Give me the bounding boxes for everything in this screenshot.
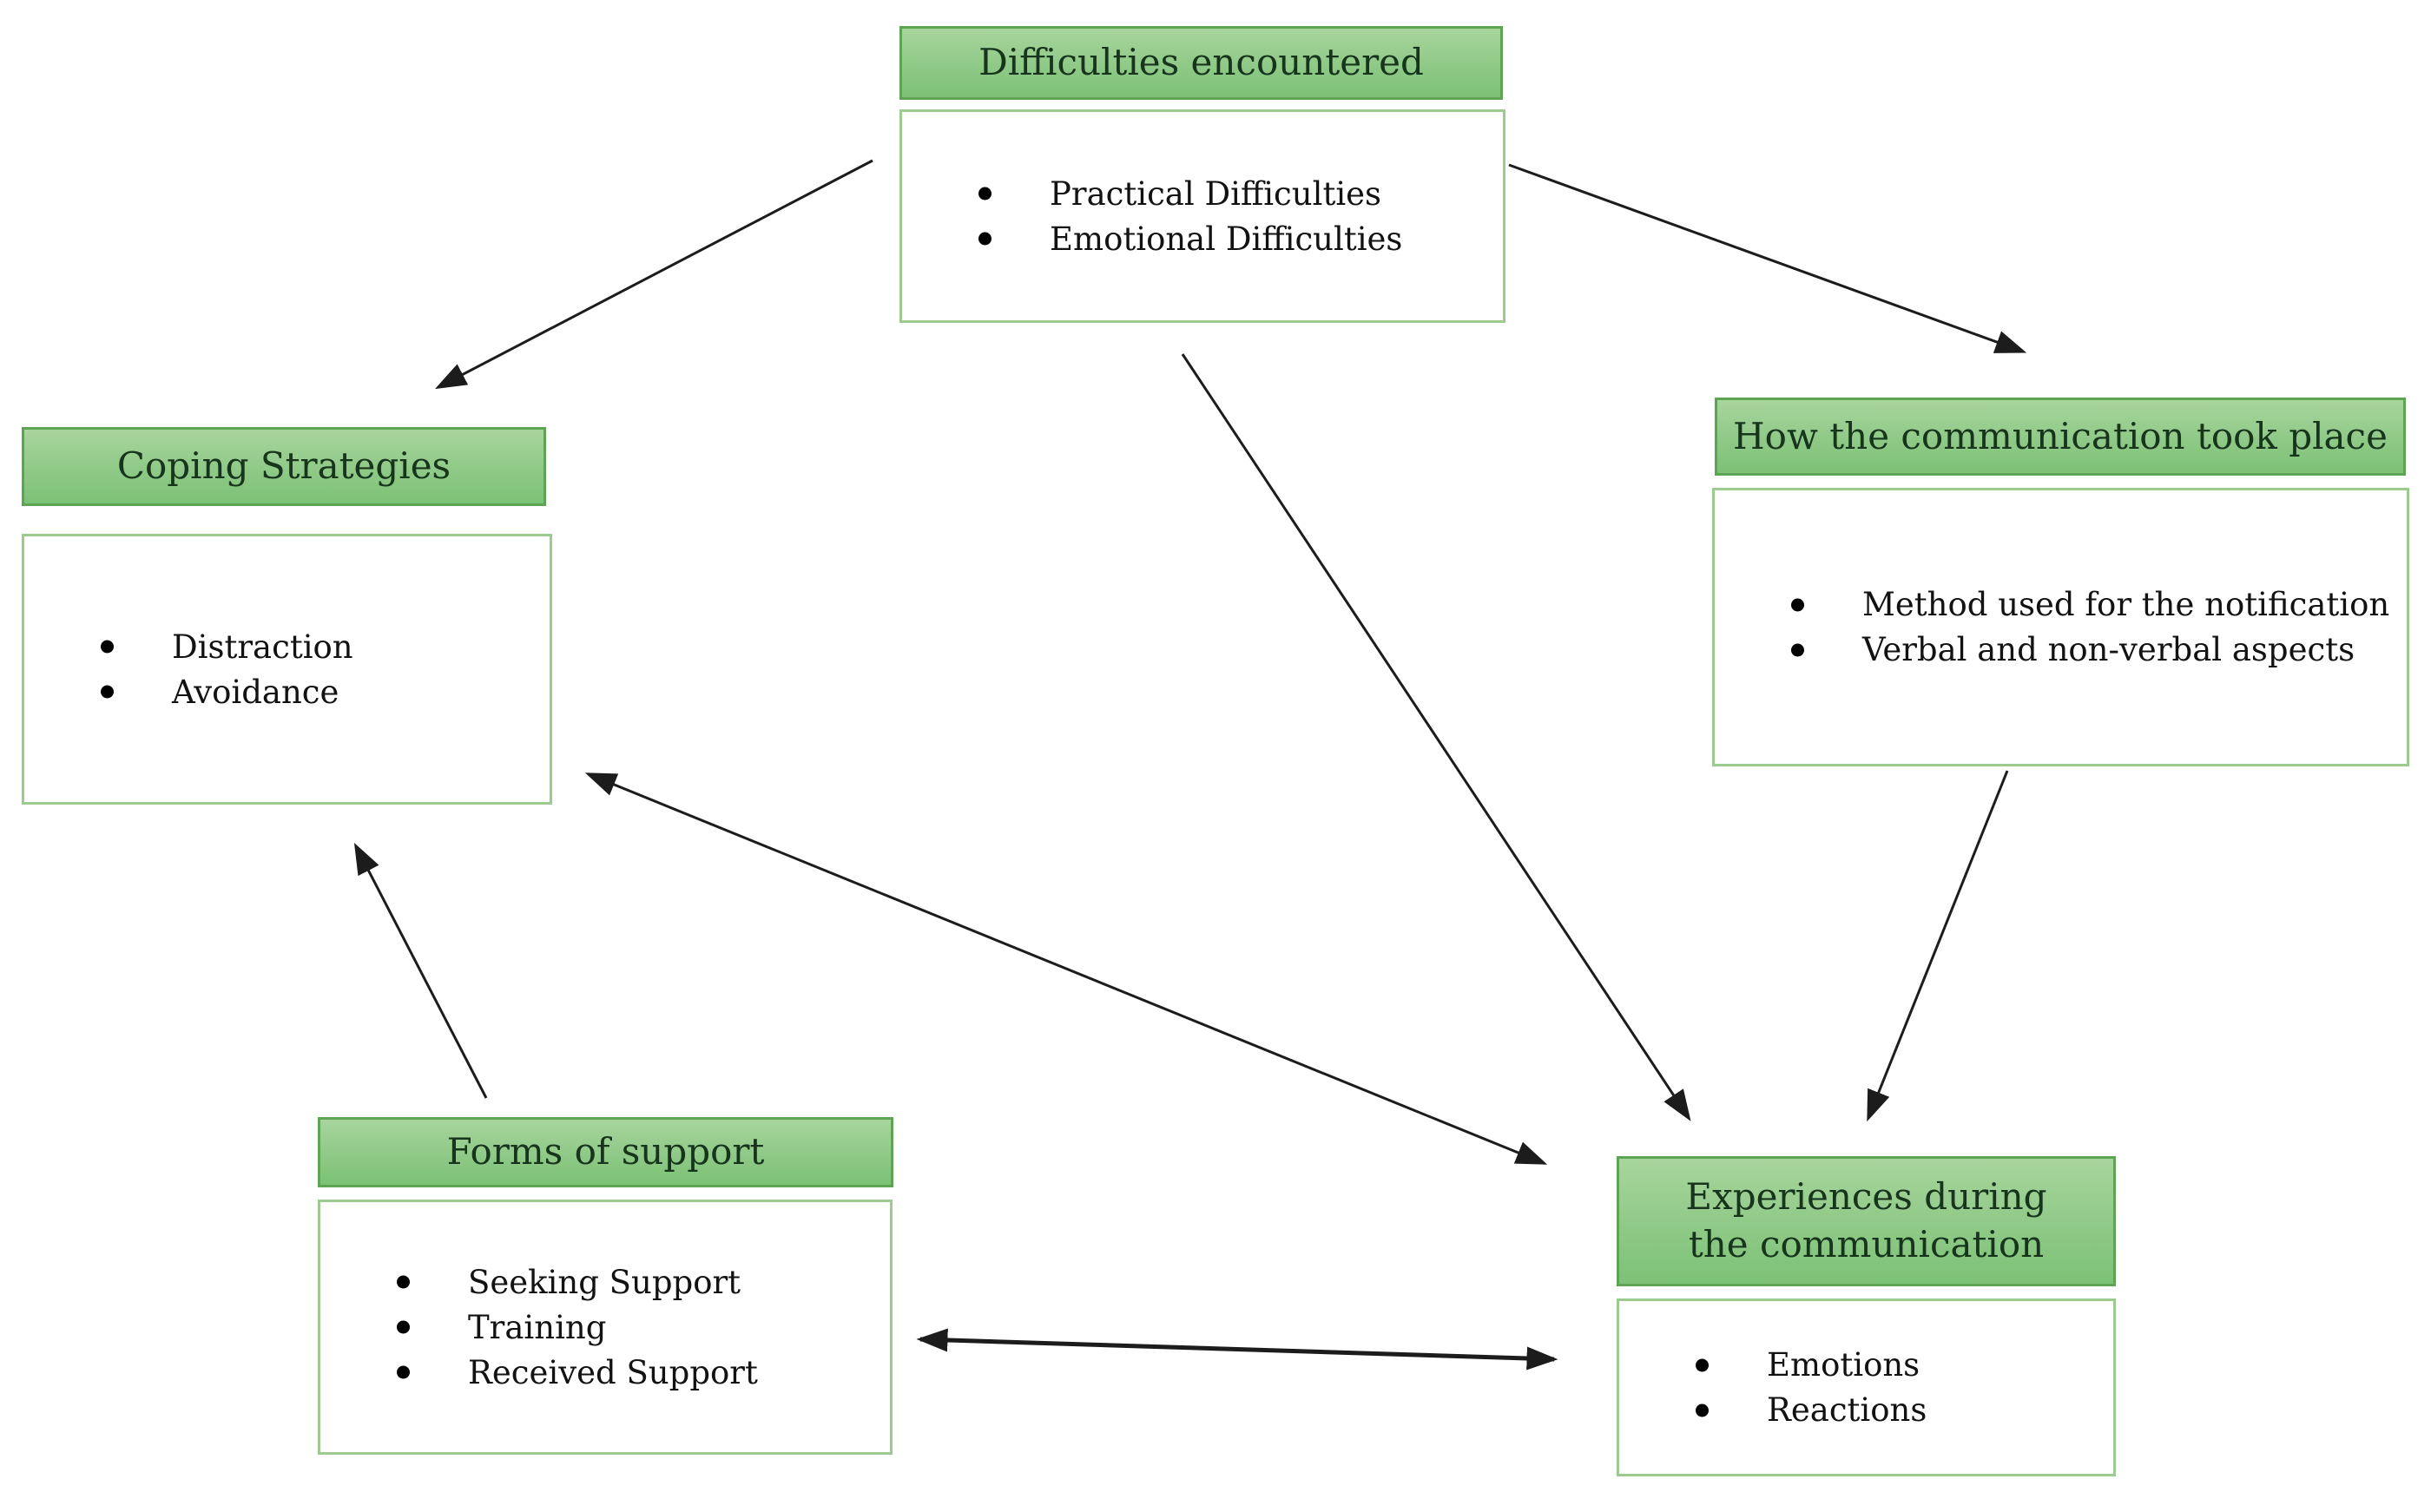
arrow-communication-to-experiences: [1867, 770, 2009, 1122]
arrow-difficulties-to-experiences: [1181, 353, 1691, 1121]
arrow-difficulties-to-communication: [1508, 163, 2027, 353]
list-item: Distraction: [101, 628, 353, 666]
list-item: Seeking Support: [397, 1264, 758, 1301]
list-item: Reactions: [1696, 1391, 1927, 1429]
communication-method-header: How the communication took place: [1715, 398, 2406, 476]
coping-list: Distraction Avoidance: [24, 621, 362, 719]
arrow-support-experiences-bidirectional: [916, 1328, 1558, 1371]
experiences-body: Emotions Reactions: [1617, 1298, 2116, 1476]
support-list: Seeking Support Training Received Suppor…: [320, 1256, 767, 1399]
difficulties-body: Practical Difficulties Emotional Difficu…: [899, 109, 1505, 323]
difficulties-title: Difficulties encountered: [978, 41, 1424, 84]
coping-body: Distraction Avoidance: [22, 534, 552, 805]
communication-method-list: Method used for the notification Verbal …: [1715, 578, 2398, 676]
list-item: Avoidance: [101, 674, 353, 711]
experiences-header: Experiences during the communication: [1617, 1156, 2116, 1286]
list-item: Emotions: [1696, 1346, 1927, 1384]
coping-title: Coping Strategies: [116, 444, 451, 488]
difficulties-header: Difficulties encountered: [899, 26, 1503, 100]
arrow-coping-experiences-bidirectional: [584, 772, 1548, 1165]
experiences-list: Emotions Reactions: [1619, 1338, 1935, 1436]
list-item: Method used for the notification: [1791, 586, 2389, 623]
difficulties-list: Practical Difficulties Emotional Difficu…: [902, 168, 1411, 266]
coping-header: Coping Strategies: [22, 427, 546, 506]
support-body: Seeking Support Training Received Suppor…: [318, 1200, 893, 1455]
communication-method-body: Method used for the notification Verbal …: [1712, 488, 2409, 766]
experiences-title: Experiences during the communication: [1685, 1175, 2047, 1265]
support-header: Forms of support: [318, 1117, 893, 1187]
list-item: Received Support: [397, 1354, 758, 1391]
list-item: Training: [397, 1309, 758, 1346]
list-item: Verbal and non-verbal aspects: [1791, 631, 2389, 668]
arrow-difficulties-to-coping: [435, 159, 873, 390]
support-title: Forms of support: [446, 1130, 765, 1173]
arrow-support-to-coping: [353, 843, 488, 1099]
communication-method-title: How the communication took place: [1733, 414, 2388, 457]
list-item: Practical Difficulties: [978, 175, 1402, 213]
list-item: Emotional Difficulties: [978, 220, 1402, 258]
